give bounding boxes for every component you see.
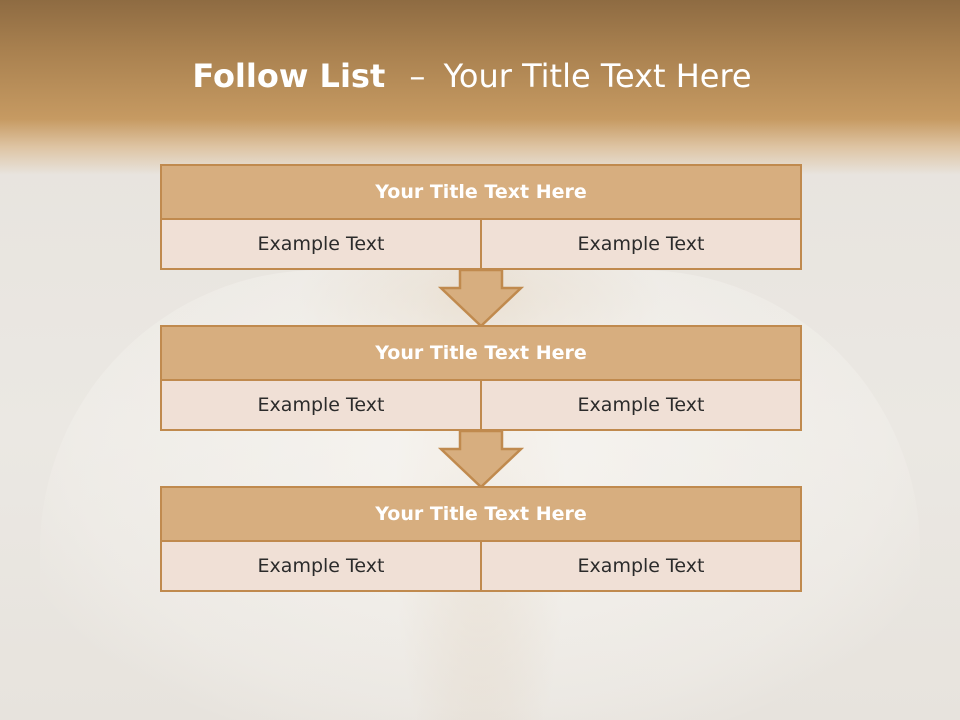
step-cell-left: Example Text [160, 542, 482, 592]
step-cell-left: Example Text [160, 220, 482, 270]
slide-title: Follow List – Your Title Text Here [0, 56, 944, 96]
step-row: Example Text Example Text [160, 220, 802, 270]
step-title: Your Title Text Here [160, 164, 802, 220]
step-cell-left: Example Text [160, 381, 482, 431]
down-arrow-icon [438, 268, 524, 328]
step-cell-right: Example Text [482, 542, 802, 592]
slide-title-dash: – [409, 57, 426, 95]
header-band [0, 0, 960, 175]
down-arrow-icon [438, 429, 524, 489]
step-cell-right: Example Text [482, 220, 802, 270]
step-title: Your Title Text Here [160, 486, 802, 542]
step-row: Example Text Example Text [160, 542, 802, 592]
slide-title-rest: Your Title Text Here [443, 57, 752, 95]
slide-title-bold: Follow List [192, 57, 386, 95]
step-row: Example Text Example Text [160, 381, 802, 431]
step-title: Your Title Text Here [160, 325, 802, 381]
step-block-3: Your Title Text Here Example Text Exampl… [160, 486, 802, 592]
step-block-2: Your Title Text Here Example Text Exampl… [160, 325, 802, 431]
step-block-1: Your Title Text Here Example Text Exampl… [160, 164, 802, 270]
step-cell-right: Example Text [482, 381, 802, 431]
